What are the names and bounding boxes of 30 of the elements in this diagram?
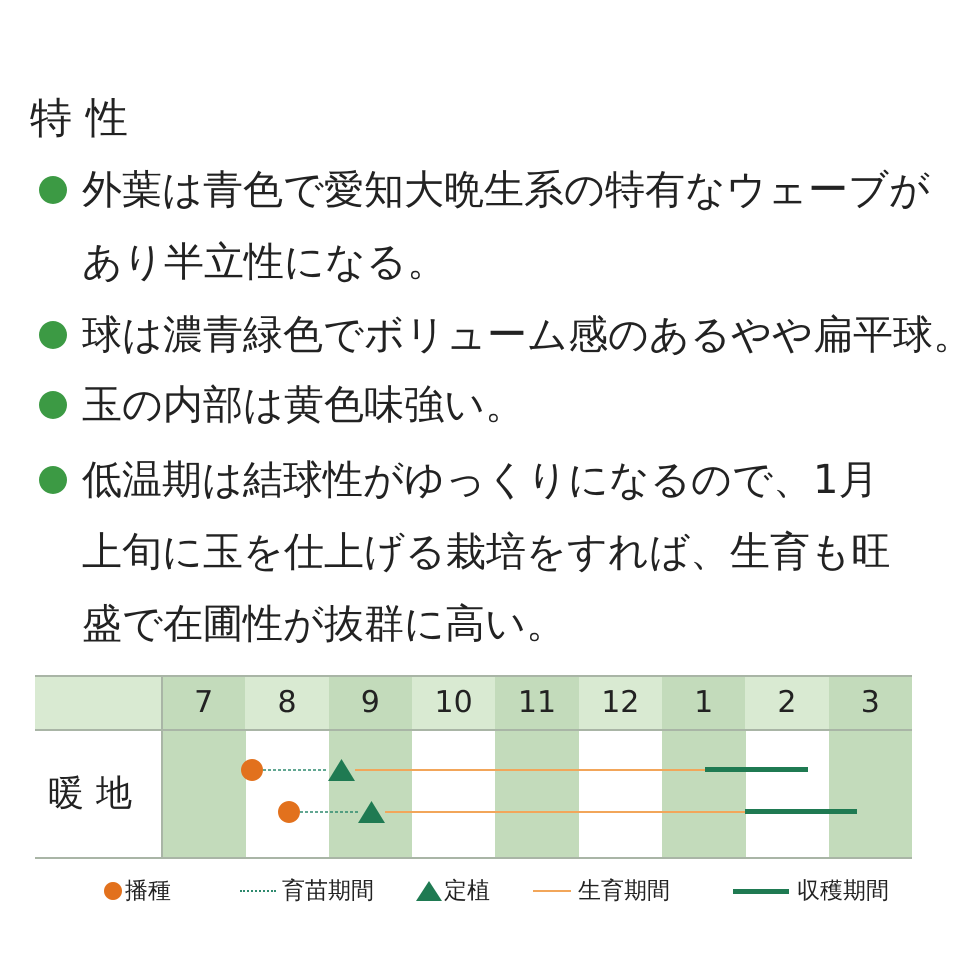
legend-text: 収穫期間 <box>797 877 889 905</box>
paragraph: 低温期は結球性がゆっくりになるので、1月上旬に玉を仕上げる栽培をすれば、生育も旺盛で在圃性が抜群に高い。 <box>82 456 892 649</box>
month-label: 10 <box>434 684 474 722</box>
harvest-bar <box>745 809 857 814</box>
sowing-dot <box>241 759 263 781</box>
harvest-bar <box>705 767 808 772</box>
dashed-line <box>263 769 328 771</box>
legend-text: 定植 <box>444 877 490 905</box>
paragraph: 外葉は青色で愛知大晩生系の特有なウェーブがあり半立性になる。 <box>82 166 931 287</box>
planting-triangle <box>358 801 385 823</box>
legend-text: 育苗期間 <box>282 877 374 905</box>
planting-triangle <box>328 759 355 781</box>
legend-text: 生育期間 <box>578 877 670 905</box>
month-label: 8 <box>276 684 298 722</box>
row-label: 暖地 <box>48 772 144 816</box>
legend-text: 播種 <box>125 877 171 905</box>
dashed-line <box>300 811 358 813</box>
month-label: 1 <box>693 684 714 722</box>
paragraph: 玉の内部は黄色味強い。 <box>82 381 526 430</box>
month-label: 9 <box>360 684 381 722</box>
sowing-dot <box>278 801 300 823</box>
month-label: 11 <box>516 684 558 722</box>
month-label: 3 <box>860 684 881 722</box>
month-label: 2 <box>776 684 798 722</box>
line <box>385 811 745 813</box>
title: 特性 <box>30 92 142 144</box>
paragraph: 球は濃青緑色でボリューム感のあるやや扁平球。 <box>82 311 962 360</box>
month-label: 7 <box>193 684 214 722</box>
month-label: 12 <box>600 684 640 722</box>
line <box>355 769 705 771</box>
